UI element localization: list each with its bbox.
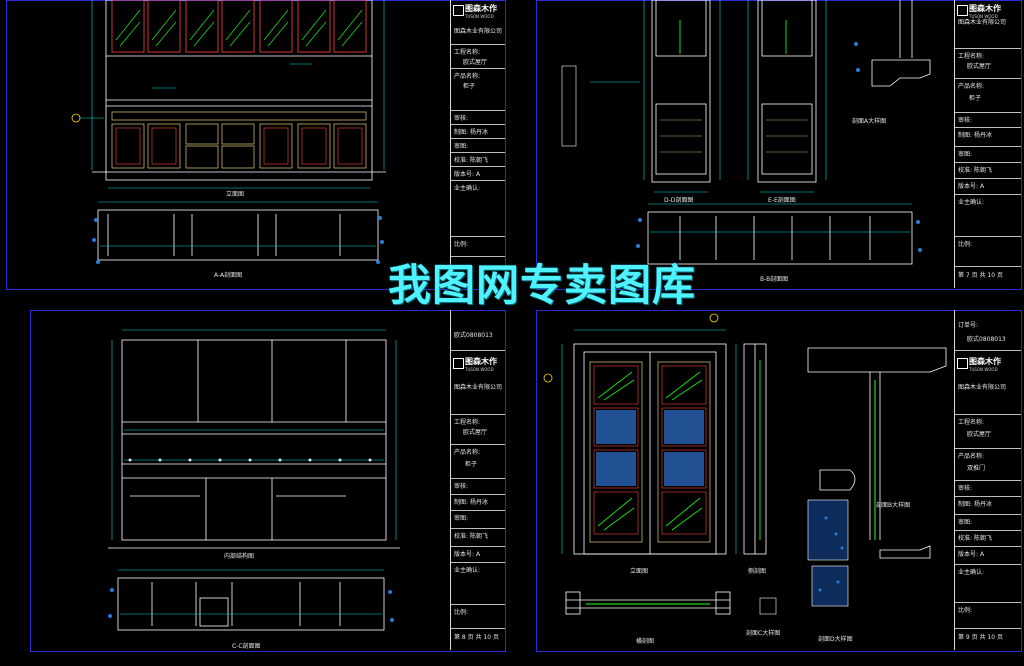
project-value: 欧式屋厅 [967,431,992,438]
label-bottom-left-inner: 内部结构图 [224,553,255,560]
page-number: 第 7 页 共 10 页 [958,272,1003,279]
check-label: 审核: [454,483,469,490]
label-bottom-right-detail-b: 剖面B大样图 [876,502,911,509]
audit-label: 审图: [454,515,469,522]
drafter: 制图: 杨丹冰 [958,501,992,508]
check-label: 审核: [958,117,973,124]
scale-label: 比例: [454,241,469,248]
watermark-text: 我图网专卖图库 [388,261,696,311]
sheet-top-left [6,0,506,290]
bottom-right-detail-b [807,347,947,540]
company-name: 图森木业有限公司 [454,28,503,35]
project-label: 工程名称: [454,49,481,56]
top-right-detail-a [871,0,931,87]
label-top-right-detail: 剖面A大样图 [852,118,887,125]
bottom-left-inner-structure [108,339,400,549]
page-number: 第 9 页 共 10 页 [958,634,1003,641]
scale-label: 比例: [958,241,973,248]
project-value: 欧式屋厅 [967,63,992,70]
label-bottom-left-section: C-C剖面图 [232,643,261,650]
product-value: 柜子 [465,461,478,468]
designer: 校准: 陈朝飞 [958,167,992,174]
label-bottom-right-elevation: 立面图 [630,568,649,575]
audit-label: 审图: [958,519,973,526]
product-value: 双推门 [967,465,986,472]
project-label: 工程名称: [958,419,985,426]
product-value: 柜子 [969,95,982,102]
label-bottom-right-side: 侧剖图 [748,568,767,575]
top-left-lower-doors [111,111,367,169]
drafter: 制图: 杨丹冰 [454,129,488,136]
product-label: 产品名称: [454,73,481,80]
product-label: 产品名称: [958,453,985,460]
top-left-section-aa [97,209,379,261]
bottom-left-section-cc [117,577,385,631]
top-left-glass-hatch [115,9,363,47]
designer: 校准: 陈朝飞 [454,157,488,164]
top-left-upper-doors [111,0,367,53]
top-left-cabinet-elevation [92,0,386,181]
order-label: 订单号: [958,322,979,329]
label-top-left-elevation: 立面图 [226,191,245,198]
drafter: 制图: 杨丹冰 [454,499,488,506]
order-value: 欧式0808013 [454,332,493,339]
owner-label: 业主确认: [958,199,985,206]
project-value: 欧式屋厅 [463,59,488,66]
page-number: 第 8 页 共 10 页 [454,634,499,641]
designer: 校准: 陈朝飞 [454,533,488,540]
audit-label: 审图: [454,143,469,150]
label-top-right-side1: D-D剖面图 [664,197,694,204]
scale-label: 比例: [454,609,469,616]
version: 版本号: A [454,551,481,558]
label-bottom-right-detail-d: 剖面D大样图 [818,636,853,643]
order-value: 欧式0808013 [967,336,1006,343]
bottom-left-dimensions [111,329,397,540]
product-label: 产品名称: [454,449,481,456]
audit-label: 审图: [958,151,973,158]
bottom-right-dimensions [561,329,737,554]
label-top-right-side2: E-E剖面图 [768,197,796,204]
owner-label: 业主确认: [454,185,481,192]
drafter: 制图: 杨丹冰 [958,132,992,139]
company-name: 图森木业有限公司 [454,384,503,391]
label-top-right-section: B-B剖面图 [760,276,789,283]
designer: 校准: 陈朝飞 [958,535,992,542]
bottom-right-door-elevation [573,343,727,555]
version: 版本号: A [454,171,481,178]
bottom-right-glass-hatch [597,371,703,531]
top-right-side-sections [651,0,817,183]
product-value: 柜子 [463,83,476,90]
top-right-section-bb [647,211,913,265]
sheet-top-right [536,0,1022,290]
top-left-dimensions [80,0,385,189]
version: 版本号: A [958,551,985,558]
owner-label: 业主确认: [454,567,481,574]
product-label: 产品名称: [958,83,985,90]
label-top-left-section: A-A剖面图 [214,272,243,279]
project-label: 工程名称: [454,419,481,426]
company-name: 图森木业有限公司 [958,384,1007,391]
label-bottom-right-detail-c: 剖面C大样图 [746,630,781,637]
check-label: 审核: [958,485,973,492]
project-label: 工程名称: [958,53,985,60]
sheet-bottom-left [30,310,506,652]
sheet-bottom-right [536,310,1022,652]
project-value: 欧式屋厅 [463,429,488,436]
version: 版本号: A [958,183,985,190]
company-name: 图森木业有限公司 [958,19,1007,26]
label-bottom-right-section: 横剖图 [636,638,655,645]
owner-label: 业主确认: [958,569,985,576]
scale-label: 比例: [958,607,973,614]
check-label: 审核: [454,115,469,122]
